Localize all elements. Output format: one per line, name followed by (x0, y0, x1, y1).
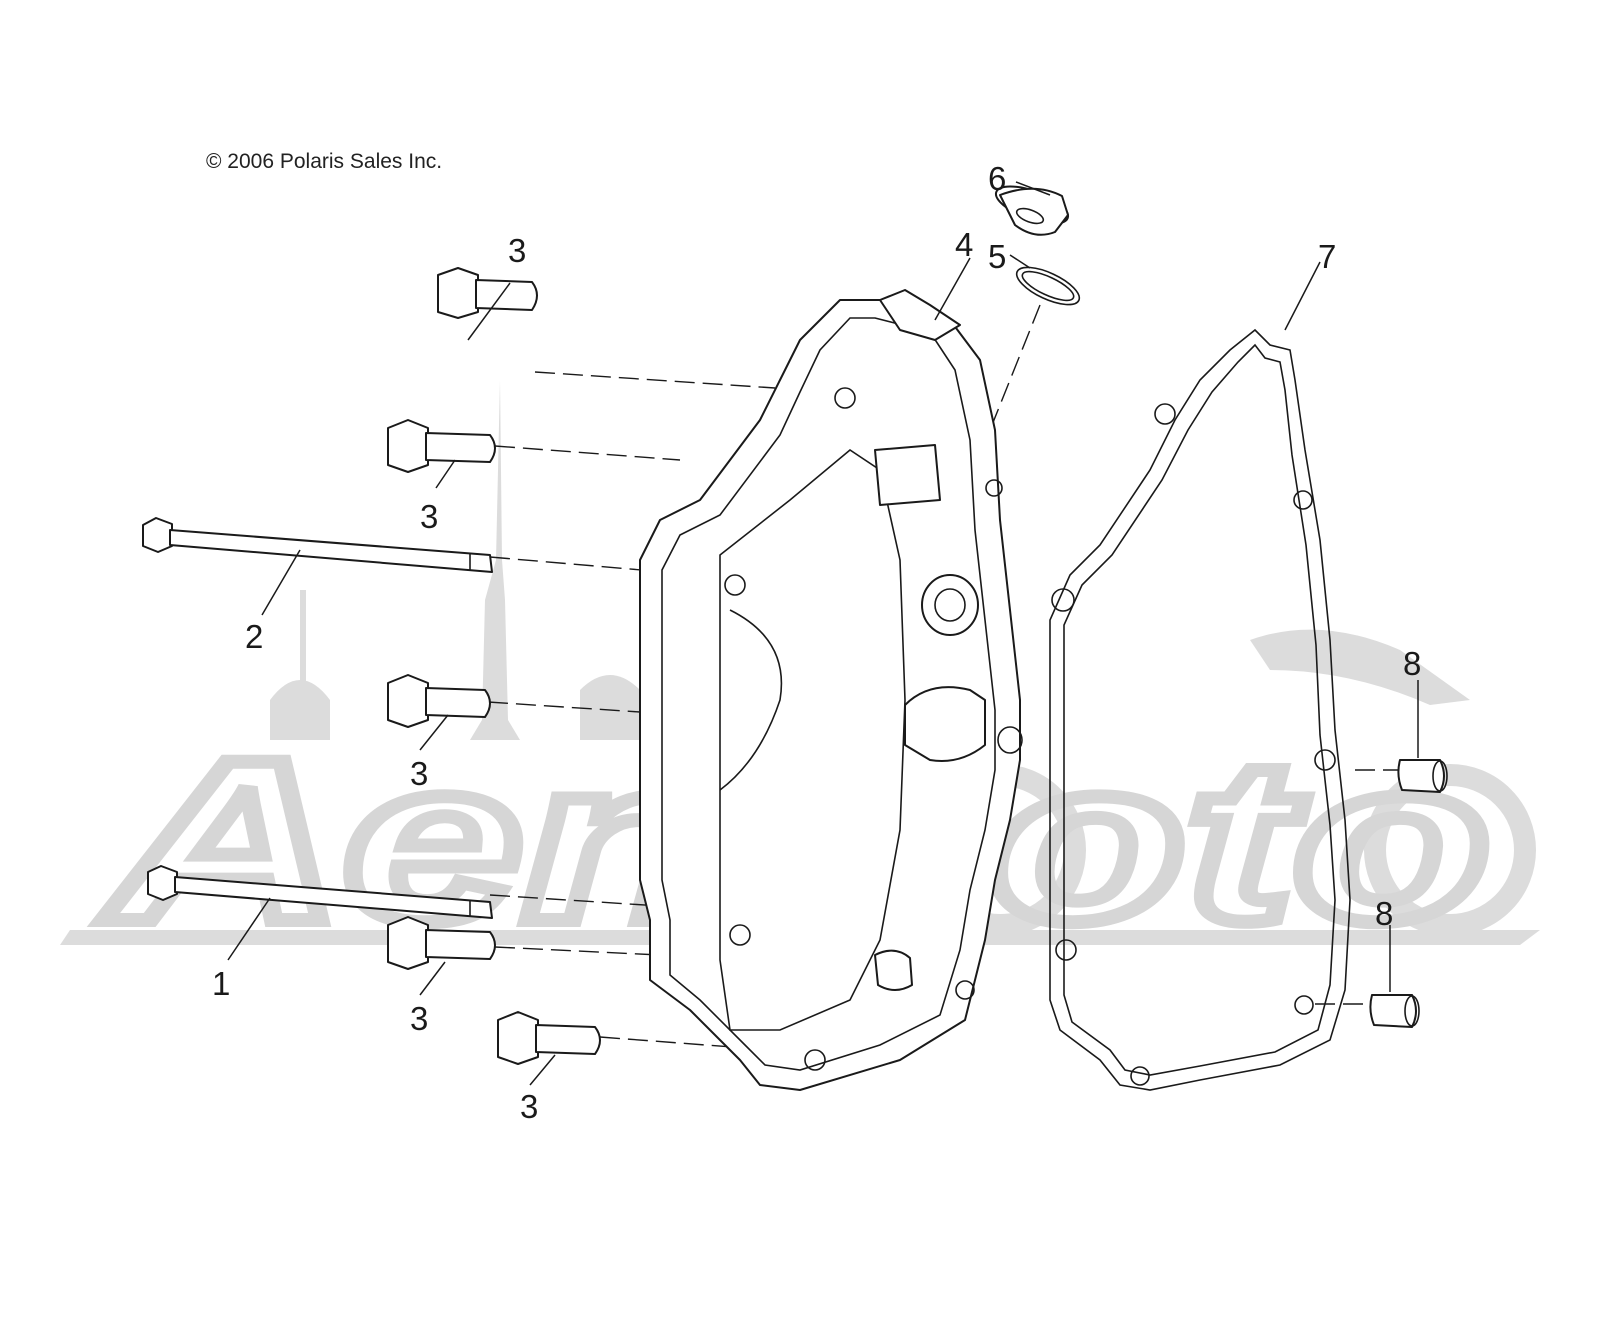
bolt-3-b (387, 419, 496, 473)
callout-3-b: 3 (420, 498, 438, 535)
alignment-lines (487, 304, 1400, 1049)
bolt-3-e (497, 1011, 601, 1065)
callout-8-b: 8 (1375, 895, 1393, 932)
callout-8-a: 8 (1403, 645, 1421, 682)
plug (994, 185, 1070, 236)
long-bolt-1 (147, 865, 493, 919)
copyright-notice: © 2006 Polaris Sales Inc. (206, 150, 443, 173)
dowel-pin-8-b (1369, 994, 1420, 1028)
callout-5: 5 (988, 238, 1006, 275)
callout-6: 6 (988, 160, 1006, 197)
callout-4: 4 (955, 226, 973, 263)
callout-2: 2 (245, 618, 263, 655)
o-ring (1015, 266, 1081, 306)
callout-1: 1 (212, 965, 230, 1002)
callout-3-d: 3 (410, 1000, 428, 1037)
bolt-3-c (387, 674, 491, 728)
dowel-pin-8-a (1397, 759, 1448, 793)
callout-labels: 6 5 4 7 3 3 2 3 8 1 3 8 3 (212, 160, 1421, 1125)
callout-3-a: 3 (508, 232, 526, 269)
callout-7: 7 (1318, 238, 1336, 275)
crankcase-cover (639, 289, 1023, 1091)
cover-gasket (1049, 328, 1351, 1091)
leader-lines (227, 181, 1419, 1086)
bolt-3-a (437, 267, 538, 319)
long-bolt-2 (142, 517, 493, 573)
bolt-3-d (387, 916, 496, 970)
callout-3-e: 3 (520, 1088, 538, 1125)
callout-3-c: 3 (410, 755, 428, 792)
